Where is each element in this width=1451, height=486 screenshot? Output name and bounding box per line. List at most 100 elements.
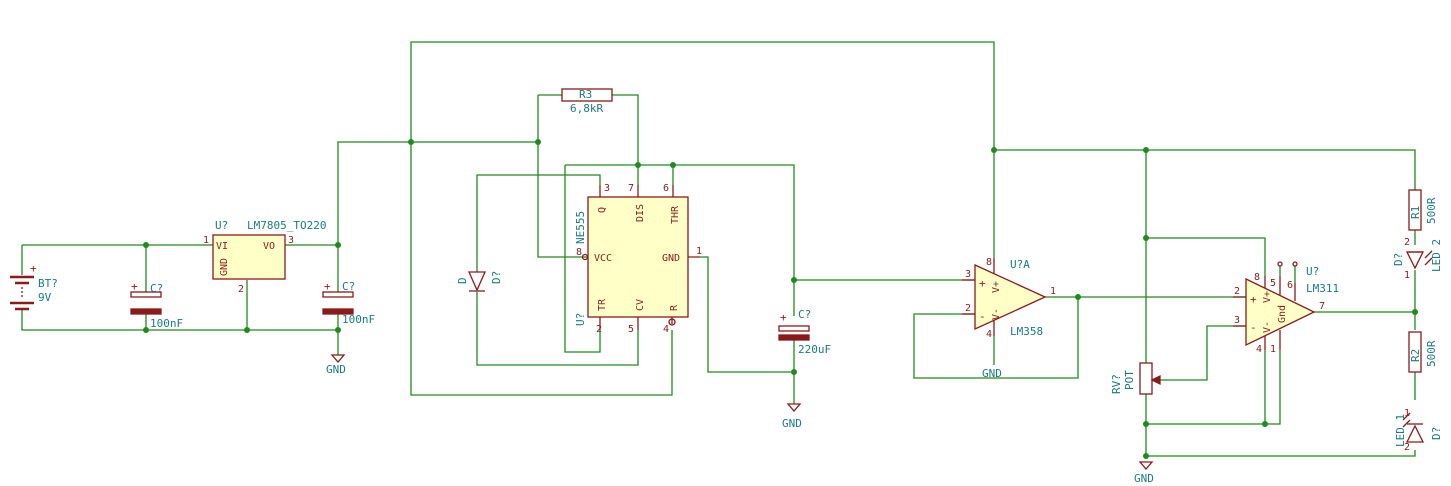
junctions: [143, 139, 1418, 459]
potentiometer-rv[interactable]: RV? POT: [1110, 362, 1161, 395]
c2-ref: C?: [342, 280, 355, 293]
wire-diode: [476, 174, 639, 366]
junction: [791, 369, 797, 375]
regulator-lm7805[interactable]: U? LM7805_TO220 VI VO GND 1 3 2: [203, 219, 326, 295]
wire-comp-gnd: [1146, 350, 1281, 425]
lm311-pin-8: 8: [1254, 272, 1260, 283]
junction: [670, 162, 676, 168]
lm358-pin-4: 4: [986, 329, 992, 340]
led-2[interactable]: D? LED 2 2 1: [1392, 237, 1443, 281]
lm358-plus: +: [979, 277, 986, 290]
lm311-pin-7: 7: [1319, 301, 1325, 312]
pot-ref: RV?: [1110, 374, 1123, 394]
wire-r3: [537, 94, 639, 258]
lm311-pin-2: 2: [1234, 286, 1240, 297]
lm311-pin-gnd: Gnd: [1277, 305, 1288, 323]
d1-value: D: [456, 277, 469, 284]
battery-plus: +: [30, 262, 37, 275]
lm358-pin-3: 3: [965, 269, 971, 280]
c2-value: 100nF: [342, 313, 375, 326]
junction: [335, 242, 341, 248]
c1-value: 100nF: [150, 317, 183, 330]
wire-stubs: [1279, 266, 1296, 283]
c1-ref: C?: [150, 282, 163, 295]
ne555-pin-3: 3: [604, 183, 610, 194]
gnd-label: GND: [1134, 472, 1154, 485]
lm311-value: LM311: [1306, 282, 1339, 295]
junction: [535, 139, 541, 145]
wire-opamp-fb: [913, 297, 1079, 379]
ne555-pin-6: 6: [663, 183, 669, 194]
led-1[interactable]: LED 1 D? 1 2: [1394, 408, 1443, 453]
reg-pin-vi: VI: [216, 241, 228, 252]
wire-vcc-rail: [994, 149, 1416, 363]
reg-pin-gnd: GND: [219, 258, 230, 276]
resistor-r1[interactable]: R1 500R: [1408, 189, 1438, 231]
led2-value: LED 2: [1430, 239, 1443, 272]
reg-pin-2: 2: [238, 284, 244, 295]
resistor-r3[interactable]: R3 6,8kR: [561, 88, 613, 115]
lm311-pin-vplus: V+: [1262, 291, 1273, 303]
ne555-pin-4: 4: [663, 324, 669, 335]
reg-pin-1: 1: [203, 235, 209, 246]
r3-value: 6,8kR: [570, 102, 603, 115]
c3-value: 220uF: [798, 343, 831, 356]
led2-ref: D?: [1392, 253, 1405, 266]
led2-pin-1: 1: [1404, 270, 1410, 281]
led1-pin-2: 2: [1404, 442, 1410, 453]
lm311-pin-3: 3: [1234, 315, 1240, 326]
lm358-pin-vplus: V+: [991, 281, 1002, 293]
ne555-pin-8: 8: [576, 247, 582, 258]
resistor-r2[interactable]: R2 500R: [1408, 331, 1438, 373]
comparator-lm311[interactable]: + - V+ V- Gnd 2 3 8 5 6 4 1 7 U? LM311: [1233, 261, 1339, 355]
gnd-label: GND: [982, 367, 1002, 380]
timer-ne555[interactable]: 3 7 6 1 8 2 5 4 VCC GND Q DIS THR TR CV …: [574, 183, 702, 335]
junction: [1143, 421, 1149, 427]
lm358-pin-1: 1: [1050, 286, 1056, 297]
lm311-pin-4: 4: [1256, 344, 1262, 355]
d1-ref: D?: [490, 271, 503, 284]
capacitor-c1[interactable]: + C? 100nF: [130, 280, 183, 330]
c3-plus: +: [780, 311, 787, 324]
capacitor-c2[interactable]: + C? 100nF: [322, 280, 375, 326]
gnd-label: GND: [782, 417, 802, 430]
lm311-pin-vminus: V-: [1262, 321, 1273, 333]
wire-thr: [564, 164, 795, 353]
junction: [791, 277, 797, 283]
r1-value: 500R: [1425, 197, 1438, 224]
junction: [143, 242, 149, 248]
ne555-pin-cv: CV: [635, 299, 646, 311]
capacitor-c3[interactable]: + C? 220uF: [778, 308, 831, 356]
lm311-plus: +: [1250, 293, 1257, 306]
c2-plus: +: [324, 280, 331, 293]
diode-d1[interactable]: D D?: [456, 271, 503, 292]
ne555-pin-2: 2: [596, 324, 602, 335]
battery[interactable]: + BT? 9V: [10, 262, 58, 311]
reg-pin-3: 3: [288, 235, 294, 246]
junction: [1143, 147, 1149, 153]
ne555-pin-1: 1: [696, 246, 702, 257]
led2-pin-2: 2: [1404, 237, 1410, 248]
ne555-pin-5: 5: [628, 324, 634, 335]
ne555-pin-r: R: [669, 304, 680, 311]
pot-value: POT: [1123, 370, 1136, 390]
reg-value: LM7805_TO220: [247, 219, 326, 232]
junction: [635, 162, 641, 168]
r2-ref: R2: [1409, 349, 1422, 362]
junction: [991, 147, 997, 153]
r3-ref: R3: [579, 88, 592, 101]
lm358-pin-2: 2: [965, 303, 971, 314]
led1-value: LED 1: [1394, 414, 1407, 447]
junction: [1262, 421, 1268, 427]
ne555-pin-vcc: VCC: [594, 253, 612, 264]
opamp-lm358[interactable]: + - V+ V- 8 4 3 2 1 U?A LM358: [962, 257, 1056, 340]
r1-ref: R1: [1409, 206, 1422, 219]
c1-plus: +: [131, 280, 138, 293]
junction: [1143, 235, 1149, 241]
lm311-minus: -: [1250, 321, 1257, 334]
junction: [335, 327, 341, 333]
ne555-pin-q: Q: [597, 207, 608, 213]
gnd-symbol: GND: [1134, 461, 1154, 485]
battery-ref: BT?: [38, 277, 58, 290]
lm311-pin-5: 5: [1270, 278, 1276, 289]
